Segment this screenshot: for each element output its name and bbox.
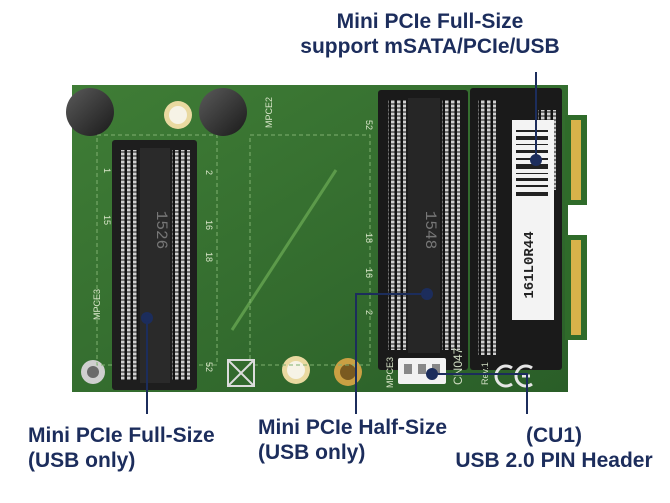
mini-pcie-full-size-slot-top: 161L0R44 [470, 88, 562, 370]
mini-pcie-half-size-slot: 1548 [378, 90, 468, 370]
silk-mpce2: MPCE2 [264, 97, 274, 128]
barcode-text: 161L0R44 [522, 231, 538, 298]
callout-top-line2: support mSATA/PCIe/USB [300, 34, 560, 58]
slot-left-chip-text: 1526 [152, 211, 170, 249]
silk-mpce3: MPCE3 [92, 289, 102, 320]
callout-lines [141, 72, 542, 414]
silk-52b: 52 [204, 362, 214, 372]
callout-middle-slot: Mini PCIe Half-Size (USB only) [258, 416, 447, 466]
silk-52a: 52 [364, 120, 374, 130]
callout-right-line2: USB 2.0 PIN Header [455, 448, 653, 472]
silk-cn047: CN047 [451, 347, 465, 385]
callout-top-line1: Mini PCIe Full-Size [336, 10, 524, 33]
callout-middle-line1: Mini PCIe Half-Size [258, 416, 448, 439]
silk-mpce3-small: MPCE3 [385, 357, 395, 388]
silk-15: 15 [102, 215, 112, 225]
silk-2a: 2 [204, 170, 214, 175]
capacitor-left [66, 88, 114, 136]
silk-18a: 18 [204, 252, 214, 262]
callout-left-line2: (USB only) [28, 448, 136, 472]
silk-1: 1 [102, 168, 112, 173]
mini-pcie-full-size-slot-left: 1526 [112, 140, 197, 390]
callout-usb-header: (CU1) USB 2.0 PIN Header [440, 424, 668, 474]
capacitor-right [199, 88, 247, 136]
silk-16b: 16 [364, 268, 374, 278]
weee-bin-icon [227, 359, 255, 387]
slot-mid-chip-text: 1548 [421, 211, 439, 249]
silk-18b: 18 [364, 233, 374, 243]
callout-right-line1: (CU1) [526, 424, 582, 447]
callout-left-slot: Mini PCIe Full-Size (USB only) [28, 424, 215, 474]
silk-16a: 16 [204, 220, 214, 230]
callout-middle-line2: (USB only) [258, 440, 366, 464]
callout-top-slot: Mini PCIe Full-Size support mSATA/PCIe/U… [250, 10, 610, 60]
usb-2-pin-header [398, 358, 446, 384]
silk-2b: 2 [364, 310, 374, 315]
callout-left-line1: Mini PCIe Full-Size [28, 424, 215, 447]
